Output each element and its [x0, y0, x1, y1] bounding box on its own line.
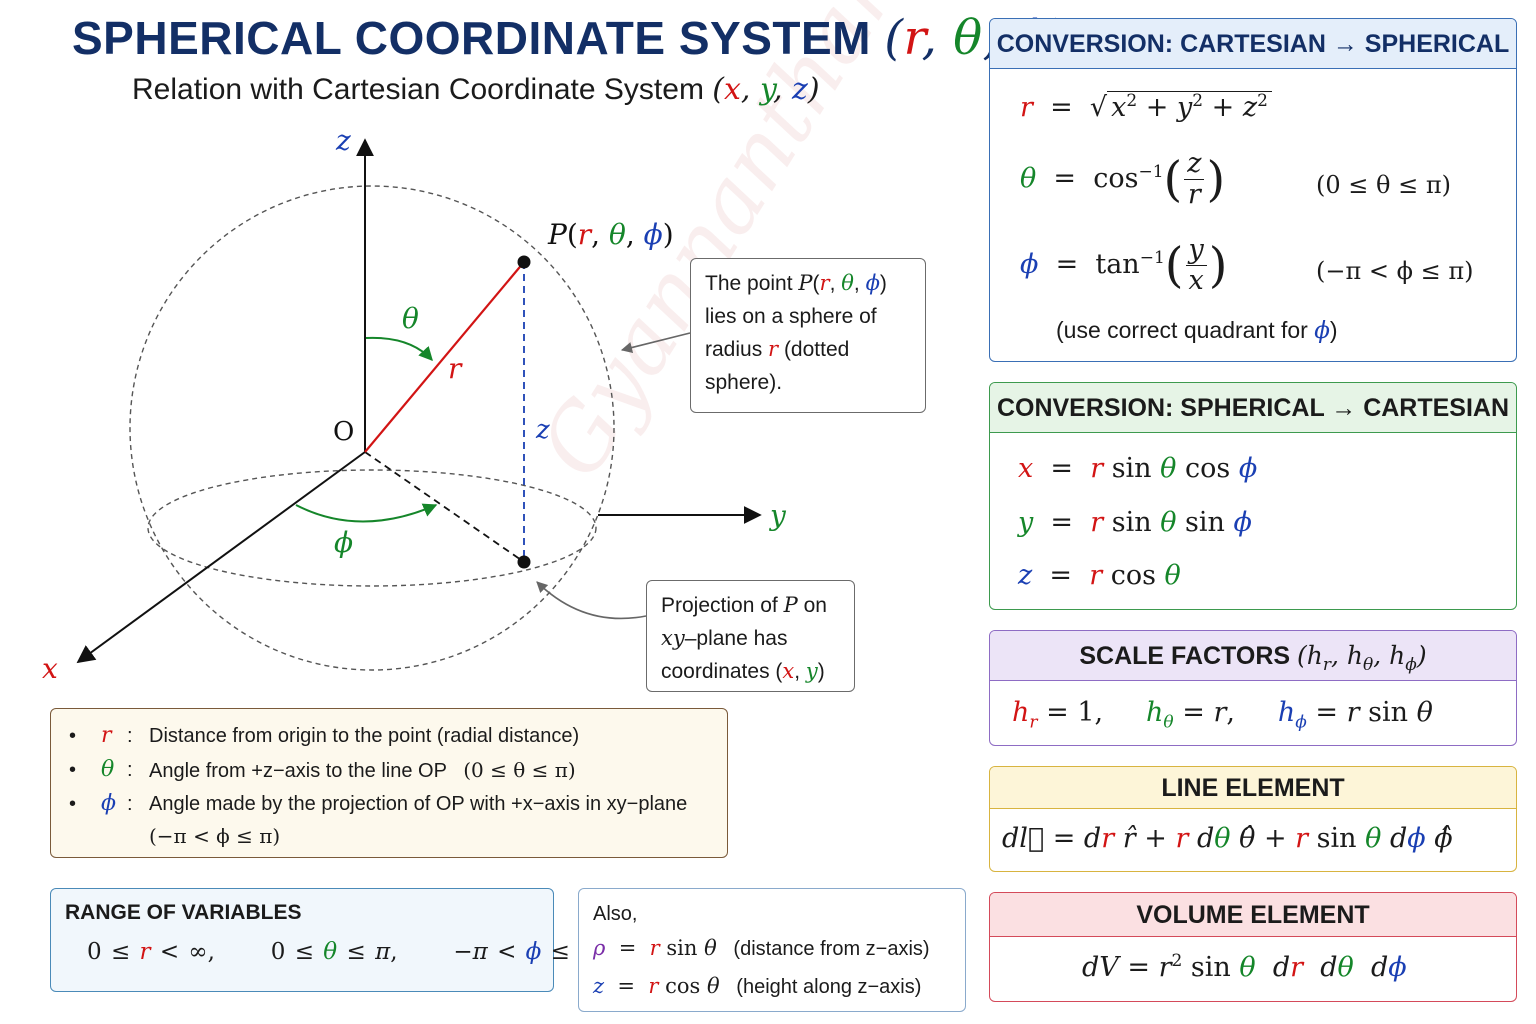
point-p [517, 255, 531, 269]
definition-phi: •ϕ:Angle made by the projection of OP wi… [69, 791, 688, 816]
subtitle-y: y [760, 72, 773, 107]
formula-y: y = r sin θ sin ϕ [1018, 507, 1252, 538]
equator-ellipse [147, 469, 597, 587]
radial-line [364, 261, 525, 453]
axis-z-label: z [335, 124, 351, 157]
subtitle-z: z [792, 72, 808, 107]
range-box: RANGE OF VARIABLES 0 ≤ r < ∞, 0 ≤ θ ≤ π,… [50, 888, 594, 992]
line-element-formula: dl⃗ = dr r̂ + r dθ θ̂ + r sin θ dϕ ϕ̂ [1002, 823, 1453, 854]
phi-label: ϕ [334, 526, 353, 559]
line-element-box: LINE ELEMENT dl⃗ = dr r̂ + r dθ θ̂ + r s… [989, 766, 1517, 872]
title-text: SPHERICAL COORDINATE SYSTEM [72, 12, 871, 64]
phi-arc [295, 503, 438, 523]
phi-range: (−π < ϕ ≤ π) [1316, 257, 1474, 285]
cartesian-to-spherical-box: CONVERSION: CARTESIAN → SPHERICAL r = √x… [989, 18, 1517, 362]
axis-x-label: x [42, 652, 58, 685]
z-height-label: z [535, 415, 550, 445]
formula-r: r = √x2 + y2 + z2 [1020, 91, 1272, 123]
point-p-label: P(r, θ, ϕ) [547, 218, 674, 251]
sphere-outline [129, 185, 615, 671]
spherical-to-cartesian-header: CONVERSION: SPHERICAL → CARTESIAN [990, 383, 1516, 433]
title-r: r [903, 10, 922, 66]
theta-arc [365, 336, 433, 362]
definition-phi-range: (−π < ϕ ≤ π) [149, 824, 281, 848]
title-theta: θ [953, 10, 983, 66]
scale-factors-header: SCALE FACTORS (hr, hθ, hϕ) [990, 631, 1516, 681]
callout-proj-pointer [536, 581, 647, 620]
volume-element-header: VOLUME ELEMENT [990, 893, 1516, 937]
formula-x: x = r sin θ cos ϕ [1018, 453, 1258, 484]
callout-projection: Projection of P on xy–plane has coordina… [646, 580, 855, 692]
subtitle-x: x [724, 72, 741, 107]
definition-r: •r:Distance from origin to the point (ra… [69, 723, 580, 748]
page-subtitle: Relation with Cartesian Coordinate Syste… [132, 72, 820, 107]
range-label: RANGE OF VARIABLES [65, 901, 302, 924]
theta-range: (0 ≤ θ ≤ π) [1316, 171, 1451, 199]
line-element-header: LINE ELEMENT [990, 767, 1516, 809]
scale-factors-box: SCALE FACTORS (hr, hθ, hϕ) hr = 1, hθ = … [989, 630, 1517, 746]
subtitle-text: Relation with Cartesian Coordinate Syste… [132, 73, 704, 106]
callout-sphere: The point P(r, θ, ϕ) lies on a sphere of… [690, 258, 926, 413]
also-label: Also, [593, 903, 638, 925]
theta-label: θ [402, 302, 419, 335]
spherical-to-cartesian-box: CONVERSION: SPHERICAL → CARTESIAN x = r … [989, 382, 1517, 610]
origin-label: O [333, 417, 354, 447]
formula-z: z = r cos θ [1018, 560, 1181, 591]
also-box: Also, ρ = r sin θ (distance from z−axis)… [578, 888, 966, 1012]
r-label: r [448, 352, 463, 385]
spherical-diagram: z x y O θ ϕ r z P(r, θ, ϕ) [42, 124, 787, 685]
range-equations: 0 ≤ r < ∞, 0 ≤ θ ≤ π, −π < ϕ ≤ π [87, 939, 594, 965]
projection-line [364, 451, 525, 563]
definition-theta: •θ:Angle from +z−axis to the line OP (0 … [69, 757, 576, 782]
callout-sphere-pointer [620, 332, 691, 353]
rho-relation: ρ = r sin θ (distance from z−axis) [593, 936, 930, 960]
axis-y-label: y [768, 499, 787, 532]
definitions-box: •r:Distance from origin to the point (ra… [50, 708, 728, 858]
scale-factors-formula: hr = 1, hθ = r, hϕ = r sin θ [1012, 697, 1433, 733]
x-axis [76, 451, 366, 664]
cartesian-to-spherical-header: CONVERSION: CARTESIAN → SPHERICAL [990, 19, 1516, 69]
volume-element-box: VOLUME ELEMENT dV = r2 sin θ dr dθ dϕ [989, 892, 1517, 1002]
quadrant-note: (use correct quadrant for ϕ) [1056, 317, 1338, 344]
z-relation: z = r cos θ (height along z−axis) [593, 974, 922, 998]
point-projection [517, 555, 531, 569]
volume-element-formula: dV = r2 sin θ dr dθ dϕ [1082, 951, 1407, 983]
